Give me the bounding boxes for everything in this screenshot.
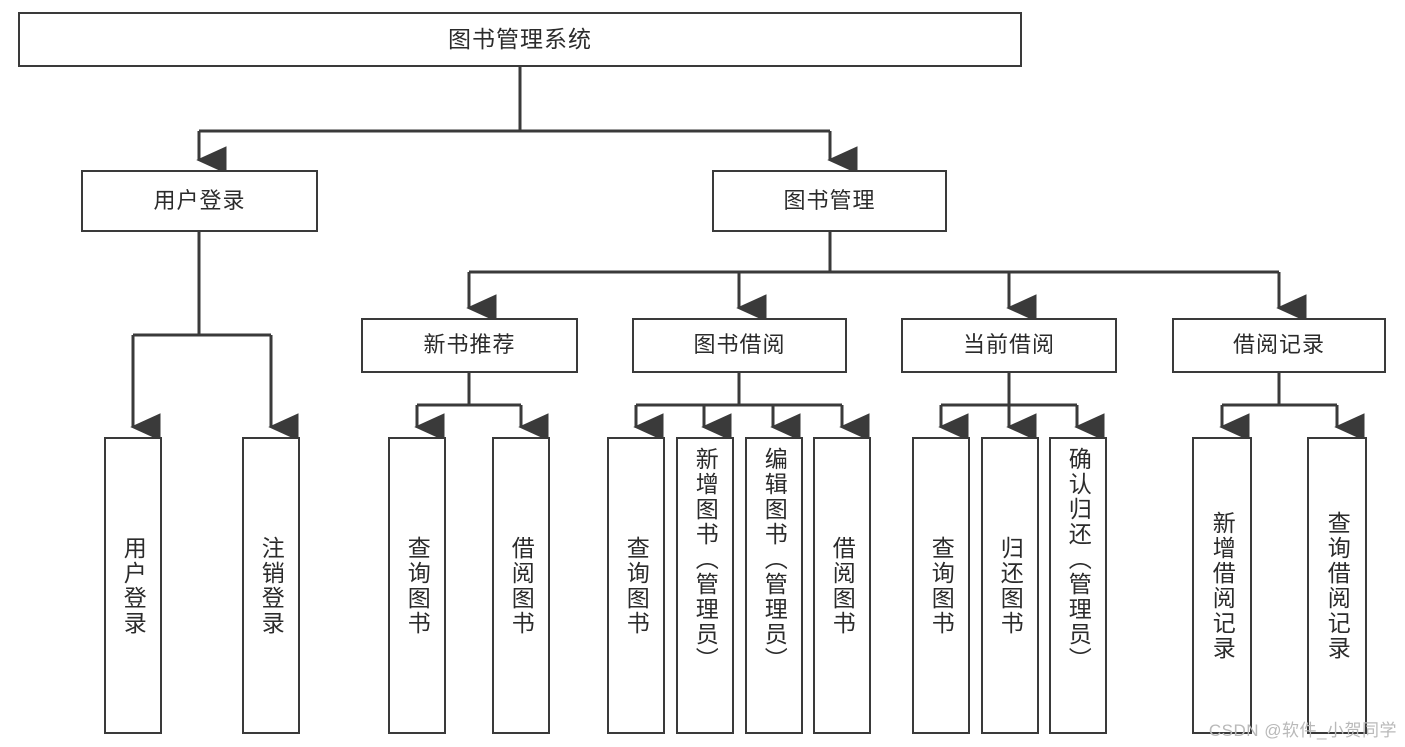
node-leaf-query-book-3[interactable]: 查询图书 bbox=[912, 437, 970, 734]
node-current-borrow-label: 当前借阅 bbox=[962, 332, 1055, 358]
node-leaf-borrow-book-2[interactable]: 借阅图书 bbox=[813, 437, 871, 734]
node-leaf-return-book-label: 归还图书 bbox=[997, 535, 1024, 636]
node-borrow-record[interactable]: 借阅记录 bbox=[1172, 318, 1386, 373]
node-book-management-label: 图书管理 bbox=[783, 187, 876, 213]
node-leaf-query-book-3-label: 查询图书 bbox=[928, 535, 955, 636]
node-leaf-user-login[interactable]: 用户登录 bbox=[104, 437, 162, 734]
node-user-login-label: 用户登录 bbox=[153, 187, 246, 213]
node-borrow-record-label: 借阅记录 bbox=[1232, 332, 1325, 358]
node-leaf-add-book[interactable]: 新增图书（管理员） bbox=[676, 437, 734, 734]
node-new-book-recommend-label: 新书推荐 bbox=[423, 332, 516, 358]
node-leaf-logout-label: 注销登录 bbox=[258, 535, 285, 636]
node-leaf-edit-book[interactable]: 编辑图书（管理员） bbox=[745, 437, 803, 734]
csdn-watermark: CSDN @软件_小贺同学 bbox=[1208, 721, 1397, 740]
node-leaf-user-login-label: 用户登录 bbox=[120, 535, 147, 636]
node-leaf-add-record[interactable]: 新增借阅记录 bbox=[1192, 437, 1252, 734]
node-leaf-add-book-label: 新增图书（管理员） bbox=[692, 447, 719, 672]
node-leaf-query-book-1[interactable]: 查询图书 bbox=[388, 437, 446, 734]
node-root-system[interactable]: 图书管理系统 bbox=[18, 12, 1022, 67]
node-leaf-logout[interactable]: 注销登录 bbox=[242, 437, 300, 734]
node-leaf-query-book-1-label: 查询图书 bbox=[404, 535, 431, 636]
node-leaf-query-record[interactable]: 查询借阅记录 bbox=[1307, 437, 1367, 734]
node-current-borrow[interactable]: 当前借阅 bbox=[901, 318, 1117, 373]
node-leaf-add-record-label: 新增借阅记录 bbox=[1209, 510, 1236, 661]
node-root-label: 图书管理系统 bbox=[448, 25, 592, 52]
node-leaf-query-book-2[interactable]: 查询图书 bbox=[607, 437, 665, 734]
node-leaf-return-book[interactable]: 归还图书 bbox=[981, 437, 1039, 734]
node-leaf-edit-book-label: 编辑图书（管理员） bbox=[761, 447, 788, 672]
node-user-login[interactable]: 用户登录 bbox=[81, 170, 318, 232]
node-book-borrow-label: 图书借阅 bbox=[693, 332, 786, 358]
node-book-borrow[interactable]: 图书借阅 bbox=[632, 318, 847, 373]
node-leaf-confirm-return-label: 确认归还（管理员） bbox=[1065, 447, 1092, 672]
node-leaf-query-book-2-label: 查询图书 bbox=[623, 535, 650, 636]
node-leaf-borrow-book-2-label: 借阅图书 bbox=[829, 535, 856, 636]
node-leaf-query-record-label: 查询借阅记录 bbox=[1324, 510, 1351, 661]
node-new-book-recommend[interactable]: 新书推荐 bbox=[361, 318, 578, 373]
node-leaf-borrow-book-1-label: 借阅图书 bbox=[508, 535, 535, 636]
node-leaf-confirm-return[interactable]: 确认归还（管理员） bbox=[1049, 437, 1107, 734]
node-leaf-borrow-book-1[interactable]: 借阅图书 bbox=[492, 437, 550, 734]
node-book-management[interactable]: 图书管理 bbox=[712, 170, 947, 232]
